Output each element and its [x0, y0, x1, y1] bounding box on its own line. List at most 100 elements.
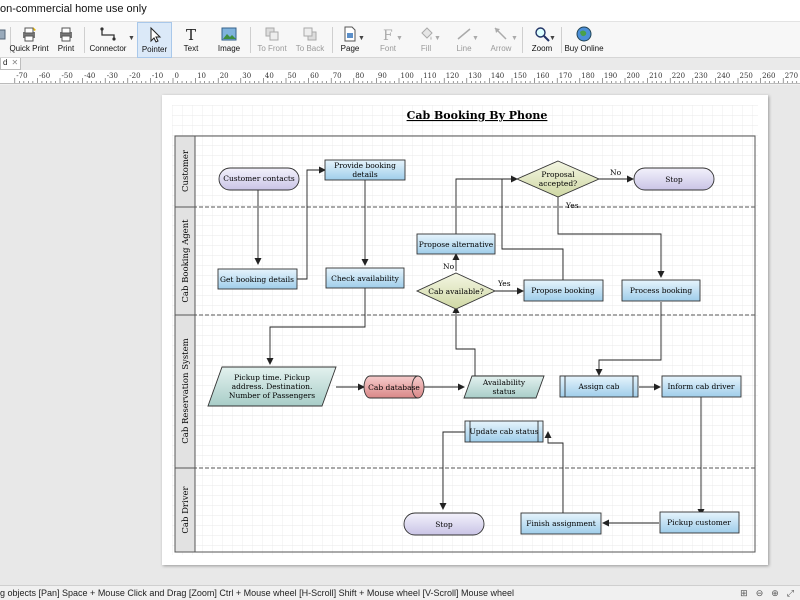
image-button[interactable]: Image: [213, 22, 245, 58]
ruler-tick-label: 260: [762, 72, 775, 80]
to-back-button[interactable]: To Back: [292, 22, 328, 58]
pointer-label: Pointer: [141, 45, 168, 54]
line-icon: [457, 28, 471, 40]
globe-icon: [576, 26, 592, 42]
to-front-label: To Front: [257, 44, 287, 53]
node-pickup-customer[interactable]: Pickup customer: [659, 511, 740, 534]
page-dropdown-icon[interactable]: ▼: [358, 35, 365, 42]
line-button[interactable]: Line: [450, 22, 478, 58]
zoom-button[interactable]: Zoom: [527, 22, 557, 58]
zoom-dropdown-icon[interactable]: ▼: [549, 35, 556, 42]
font-dropdown-icon[interactable]: ▼: [396, 35, 403, 42]
edge-label-yes-proposal[interactable]: Yes: [565, 201, 579, 210]
ruler-tick-label: 110: [423, 72, 436, 80]
lane-label-customer[interactable]: Customer: [181, 149, 191, 192]
ruler-tick-label: 210: [649, 72, 662, 80]
buy-online-button[interactable]: Buy Online: [564, 22, 604, 58]
svg-text:T: T: [186, 26, 196, 43]
node-provide-booking-details[interactable]: Provide booking details: [324, 159, 406, 181]
ruler-tick-label: 80: [355, 72, 364, 80]
status-text: g objects [Pan] Space + Mouse Click and …: [0, 588, 514, 598]
edge-get-details-to-provide: [297, 166, 326, 280]
page-icon: [344, 26, 356, 42]
node-propose-booking[interactable]: Propose booking: [523, 279, 604, 302]
status-bar: g objects [Pan] Space + Mouse Click and …: [0, 585, 800, 600]
connector-dropdown-icon[interactable]: ▼: [128, 35, 135, 42]
edge-label-no-proposal[interactable]: No: [610, 168, 622, 177]
lane-label-system[interactable]: Cab Reservation System: [181, 338, 191, 443]
page-button[interactable]: Page: [336, 22, 364, 58]
edge-label-yes-available[interactable]: Yes: [497, 279, 511, 288]
connectors: [254, 166, 705, 527]
arrow-dropdown-icon[interactable]: ▼: [511, 35, 518, 42]
ruler-tick-label: 70: [333, 72, 342, 80]
canvas-area[interactable]: Cab Booking By Phone Customer Cab Bookin…: [0, 85, 800, 585]
diagram-title[interactable]: Cab Booking By Phone: [407, 109, 548, 122]
to-back-icon: [303, 27, 317, 41]
pointer-icon: [150, 26, 161, 43]
line-dropdown-icon[interactable]: ▼: [472, 35, 479, 42]
print-button[interactable]: Print: [52, 22, 80, 58]
to-front-button[interactable]: To Front: [254, 22, 290, 58]
node-proposal-accepted-decision[interactable]: Proposal accepted?: [515, 160, 601, 198]
image-label: Image: [217, 44, 241, 53]
node-proposal-label-1: Proposal: [541, 170, 575, 179]
zoom-out-icon[interactable]: ⊖: [755, 588, 764, 598]
ruler-tick-label: 150: [514, 72, 527, 80]
fit-page-icon[interactable]: ⊞: [740, 588, 748, 598]
text-icon: T: [186, 26, 196, 43]
ruler-tick-label: 90: [378, 72, 387, 80]
node-stop-bottom[interactable]: Stop: [403, 512, 485, 536]
ruler-tick-label: -70: [16, 72, 27, 80]
lane-label-agent[interactable]: Cab Booking Agent: [181, 219, 191, 303]
ruler-tick-label: -10: [152, 72, 163, 80]
font-button[interactable]: F Font: [374, 22, 402, 58]
node-cab-database[interactable]: Cab database: [363, 375, 425, 399]
close-tab-icon[interactable]: ✕: [11, 58, 19, 67]
node-process-booking[interactable]: Process booking: [621, 279, 701, 302]
connector-button[interactable]: Connector: [88, 22, 128, 58]
window-titlebar: on-commercial home use only: [0, 0, 800, 22]
document-tab[interactable]: d✕: [0, 58, 22, 70]
node-availability-status[interactable]: Availability status: [463, 375, 545, 399]
edge-label-no-available[interactable]: No: [443, 262, 455, 271]
zoom-in-icon[interactable]: ⊕: [771, 588, 779, 598]
pointer-button[interactable]: Pointer: [137, 22, 172, 58]
node-finish-assignment[interactable]: Finish assignment: [520, 512, 602, 535]
swimlanes: Customer Cab Booking Agent Cab Reservati…: [174, 135, 756, 553]
node-customer-contacts[interactable]: Customer contacts: [218, 167, 300, 191]
fullscreen-icon[interactable]: ⤢: [786, 588, 794, 598]
node-propose-alternative[interactable]: Propose alternative: [416, 233, 496, 255]
node-cab-available-decision[interactable]: Cab available?: [415, 272, 497, 310]
quick-print-button[interactable]: Quick Print: [9, 22, 49, 58]
node-finish-assignment-label: Finish assignment: [526, 519, 596, 528]
lane-label-driver[interactable]: Cab Driver: [181, 485, 191, 533]
fill-dropdown-icon[interactable]: ▼: [434, 35, 441, 42]
partial-tool-button[interactable]: [0, 22, 8, 58]
fill-label: Fill: [420, 44, 432, 53]
node-assign-cab[interactable]: Assign cab: [559, 375, 639, 398]
edge-propose-to-proposal: [501, 178, 564, 280]
arrow-button[interactable]: Arrow: [486, 22, 516, 58]
ruler-tick-label: 100: [401, 72, 414, 80]
fill-button[interactable]: Fill: [412, 22, 440, 58]
node-update-cab-status[interactable]: Update cab status: [464, 420, 544, 443]
buy-online-label: Buy Online: [564, 44, 604, 53]
node-pickup-details-input[interactable]: Pickup time. Pickup address. Destination…: [207, 366, 337, 407]
diagram-page[interactable]: Cab Booking By Phone Customer Cab Bookin…: [162, 95, 768, 565]
ruler-tick-label: 50: [288, 72, 297, 80]
fill-bucket-icon: [421, 27, 433, 40]
ruler-tick-label: -40: [84, 72, 95, 80]
document-tabstrip: d✕: [0, 58, 800, 70]
image-icon: [221, 27, 237, 41]
edge-update-to-stop: [439, 431, 465, 510]
text-button[interactable]: T Text: [176, 22, 206, 58]
node-assign-cab-label: Assign cab: [577, 382, 619, 391]
node-inform-cab-driver[interactable]: Inform cab driver: [661, 375, 742, 398]
node-get-booking-details[interactable]: Get booking details: [217, 268, 298, 290]
node-stop-top[interactable]: Stop: [633, 167, 715, 191]
edge-alternative-to-proposal: [455, 175, 518, 234]
node-check-availability[interactable]: Check availability: [325, 267, 405, 289]
arrow-label: Arrow: [490, 44, 512, 53]
